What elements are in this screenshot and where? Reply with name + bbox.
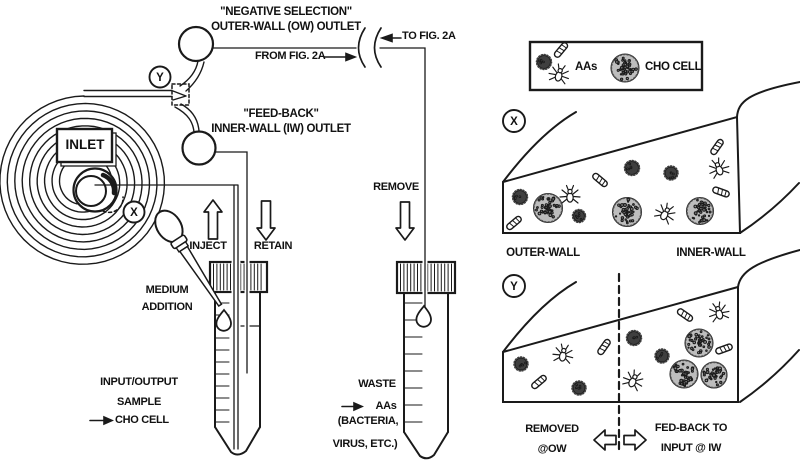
remove-label: REMOVE bbox=[373, 181, 419, 193]
virus-icon bbox=[654, 348, 670, 364]
waste-aas-label: AAs bbox=[375, 400, 397, 412]
legend-aas-label: AAs bbox=[575, 61, 598, 73]
waste-bacteria-label: (BACTERIA, bbox=[337, 415, 399, 427]
virus-icon bbox=[511, 188, 529, 206]
droplet-icon bbox=[415, 304, 432, 328]
inlet-box bbox=[55, 127, 117, 167]
dropper-icon bbox=[154, 209, 223, 308]
legend-icons bbox=[535, 42, 640, 85]
marker-y-spiral bbox=[148, 65, 172, 89]
inner-wall-label: INNER-WALL bbox=[676, 247, 746, 259]
flow-arrows bbox=[203, 199, 415, 241]
ow-outlet-port bbox=[177, 25, 215, 63]
ow-branch-channel bbox=[179, 60, 205, 92]
legend-cho-label: CHO CELL bbox=[645, 61, 702, 73]
cho-cell-icon bbox=[685, 196, 715, 226]
bacteria-rod-icon bbox=[676, 308, 694, 322]
mite-icon bbox=[653, 202, 676, 225]
right-block-arrow-icon bbox=[623, 429, 647, 451]
bacteria-rod-icon bbox=[506, 215, 522, 231]
cho-cell-icon bbox=[700, 361, 728, 389]
mite-icon bbox=[708, 157, 730, 179]
removed-ow-label: REMOVED @OW bbox=[525, 423, 579, 455]
markers bbox=[122, 65, 526, 298]
virus-icon bbox=[625, 329, 643, 347]
droplet-icon bbox=[215, 308, 232, 332]
feedback-title: "FEED-BACK" INNER-WALL (IW) OUTLET bbox=[211, 108, 351, 135]
fedback-iw-label: FED-BACK TO INPUT @ IW bbox=[654, 422, 728, 454]
virus-icon bbox=[623, 159, 641, 177]
inlet-label: INLET bbox=[65, 137, 105, 152]
from-fig-label: FROM FIG. 2A bbox=[255, 50, 326, 62]
mite-icon bbox=[552, 343, 574, 364]
bacteria-rod-icon bbox=[710, 138, 724, 156]
remove-arrow-icon bbox=[395, 201, 415, 241]
marker-y-panel-letter: Y bbox=[510, 281, 518, 293]
direction-arrows bbox=[593, 429, 647, 451]
bacteria-rod-icon bbox=[592, 172, 608, 188]
waste-line bbox=[379, 47, 426, 309]
virus-icon bbox=[535, 53, 553, 71]
medium-addition-label: MEDIUM ADDITION bbox=[141, 284, 193, 313]
line-break-marks bbox=[357, 27, 382, 68]
label-arrows bbox=[89, 33, 402, 426]
cho-cell-icon bbox=[684, 328, 714, 358]
panel-y-icons bbox=[513, 301, 733, 396]
dashed-region-x bbox=[102, 196, 124, 214]
marker-x-panel-letter: X bbox=[510, 116, 518, 128]
marker-y-panel bbox=[502, 274, 526, 298]
retain-arrow-icon bbox=[256, 200, 276, 241]
inject-arrow-icon bbox=[203, 199, 223, 240]
marker-x-spiral-letter: X bbox=[130, 207, 138, 219]
waste-label: WASTE bbox=[358, 378, 396, 390]
bacteria-rod-icon bbox=[553, 42, 569, 58]
spiral-exit-channel bbox=[83, 89, 187, 101]
panel-x-icons bbox=[506, 138, 730, 231]
marker-y-spiral-letter: Y bbox=[156, 72, 164, 84]
bacteria-rod-icon bbox=[715, 343, 733, 355]
marker-x-spiral bbox=[122, 200, 146, 224]
negative-selection-title: "NEGATIVE SELECTION" OUTER-WALL (OW) OUT… bbox=[211, 6, 361, 33]
outer-wall-label: OUTER-WALL bbox=[506, 247, 580, 259]
retain-label: RETAIN bbox=[253, 240, 293, 252]
mite-icon bbox=[548, 63, 569, 85]
virus-icon bbox=[571, 208, 587, 224]
bacteria-rod-icon bbox=[531, 374, 547, 390]
cho-cell-icon bbox=[669, 359, 699, 389]
left-block-arrow-icon bbox=[593, 429, 617, 451]
mite-icon bbox=[622, 369, 644, 392]
inject-label: INJECT bbox=[189, 240, 227, 252]
iw-branch-channel bbox=[174, 103, 200, 133]
mite-icon bbox=[709, 301, 730, 323]
cho-cell-icon bbox=[611, 196, 643, 228]
tubing-lines bbox=[94, 47, 426, 450]
waste-virus-label: VIRUS, ETC.) bbox=[332, 438, 398, 450]
iw-return-line bbox=[214, 151, 248, 374]
inlet-feed-line bbox=[94, 184, 239, 450]
dashed-region-y bbox=[171, 83, 190, 106]
bacteria-rod-icon bbox=[712, 186, 730, 198]
iw-outlet-port bbox=[181, 130, 217, 166]
virus-icon bbox=[513, 356, 529, 372]
inlet-port bbox=[72, 167, 118, 213]
bacteria-rod-icon bbox=[597, 338, 611, 356]
panel-y bbox=[502, 249, 800, 403]
sample-item-label: CHO CELL bbox=[115, 414, 169, 426]
mite-icon bbox=[559, 184, 581, 204]
cho-cell-icon bbox=[610, 53, 640, 83]
sample-caption: INPUT/OUTPUT SAMPLE bbox=[100, 376, 178, 408]
cho-cell-icon bbox=[532, 192, 564, 224]
marker-x-panel bbox=[502, 109, 526, 133]
to-fig-label: TO FIG. 2A bbox=[402, 30, 456, 42]
virus-icon bbox=[571, 380, 587, 396]
virus-icon bbox=[663, 165, 679, 181]
